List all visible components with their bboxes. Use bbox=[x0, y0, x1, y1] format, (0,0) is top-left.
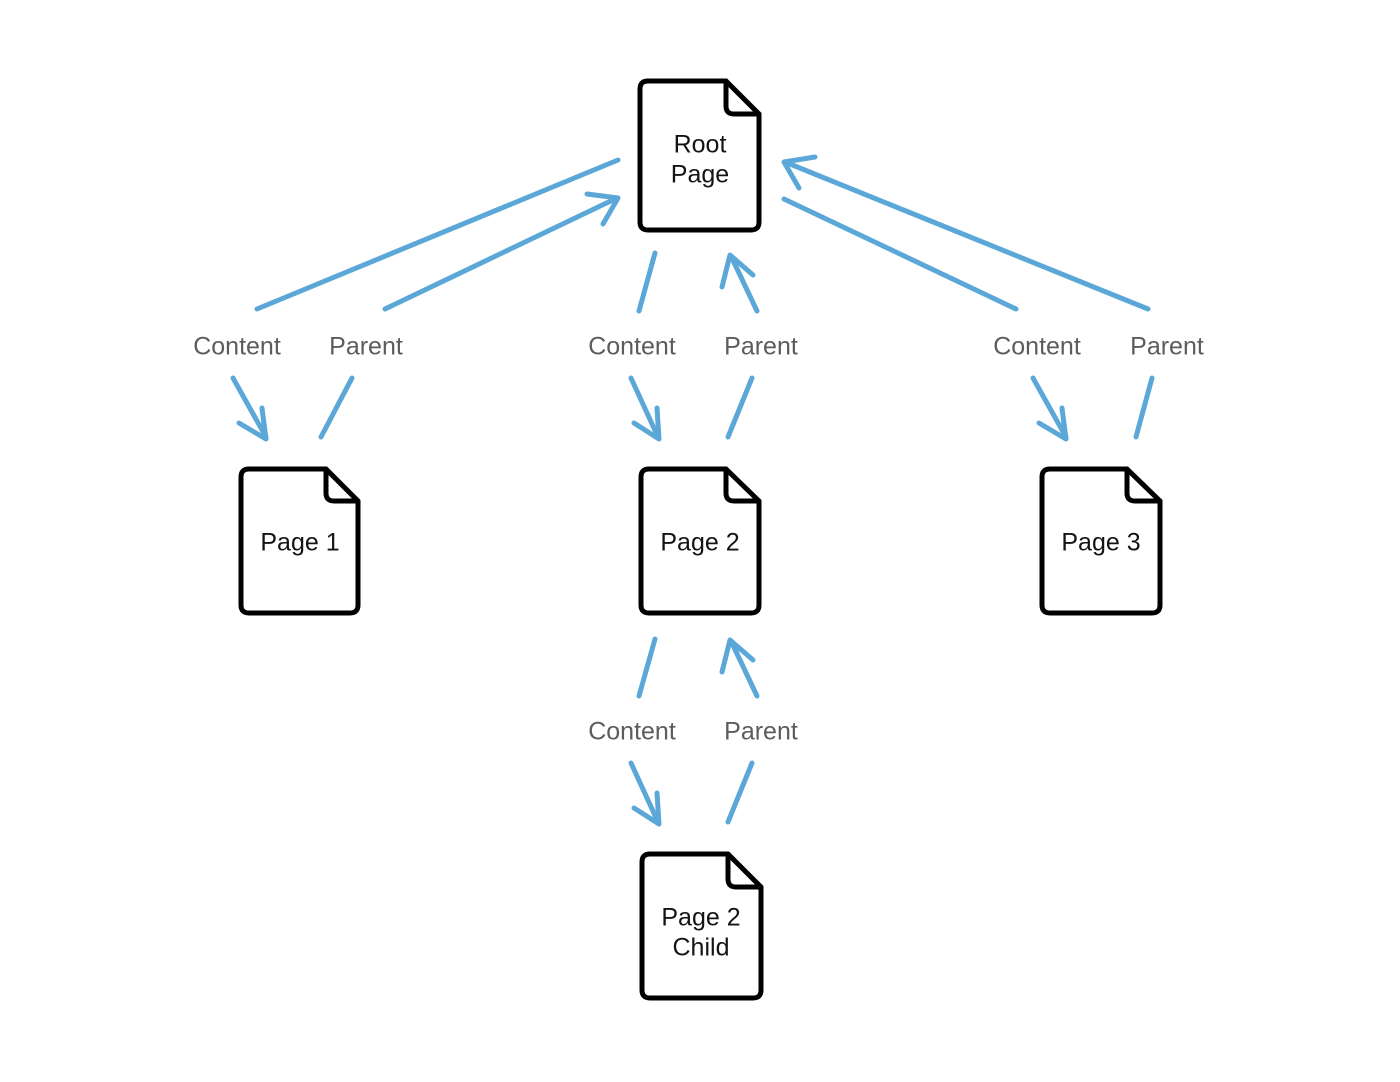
edge-page3-root-parent bbox=[781, 154, 1155, 440]
node-label-line1: Page 1 bbox=[260, 529, 339, 557]
node-label-line1: Page 2 bbox=[661, 904, 740, 932]
node-page-2-child[interactable]: Page 2 Child bbox=[639, 851, 764, 1001]
edge-line bbox=[725, 375, 755, 440]
edge-line bbox=[1133, 375, 1155, 440]
node-label-line1: Page 3 bbox=[1061, 529, 1140, 557]
edge-line bbox=[1030, 375, 1069, 440]
edge-line bbox=[628, 375, 661, 440]
node-page-3[interactable]: Page 3 bbox=[1039, 466, 1163, 616]
edge-label-left-parent: Parent bbox=[329, 333, 403, 361]
page-fold-icon bbox=[723, 466, 762, 504]
edge-label-center-parent: Parent bbox=[724, 333, 798, 361]
arrowhead-icon bbox=[631, 790, 662, 827]
edge-root-page3-content bbox=[781, 196, 1069, 442]
arrowhead-icon bbox=[719, 252, 756, 290]
arrowhead-icon bbox=[584, 191, 621, 227]
node-label-line2: Page bbox=[671, 161, 729, 189]
edge-line bbox=[628, 760, 661, 825]
edge-line bbox=[725, 760, 755, 825]
edge-line bbox=[382, 195, 620, 312]
edge-page2-child-content bbox=[628, 636, 662, 827]
edge-label-right-parent: Parent bbox=[1130, 333, 1204, 361]
edge-page2-root-parent bbox=[719, 252, 760, 440]
edge-label-left-content: Content bbox=[193, 333, 281, 361]
arrowhead-icon bbox=[236, 405, 269, 442]
edge-label-lower-content: Content bbox=[588, 718, 676, 746]
arrowhead-icon bbox=[1036, 405, 1069, 442]
edge-label-center-content: Content bbox=[588, 333, 676, 361]
arrowhead-icon bbox=[719, 637, 756, 675]
edge-line bbox=[636, 250, 658, 314]
edge-label-lower-parent: Parent bbox=[724, 718, 798, 746]
node-page-1[interactable]: Page 1 bbox=[238, 466, 361, 616]
document-icon bbox=[637, 78, 762, 233]
arrowhead-icon bbox=[781, 154, 818, 191]
edge-line bbox=[728, 253, 760, 314]
page-fold-icon bbox=[725, 851, 764, 890]
node-label-line1: Root bbox=[674, 131, 727, 159]
edge-page1-root-parent bbox=[318, 191, 621, 440]
edge-line bbox=[254, 157, 621, 312]
edge-root-page1-content bbox=[230, 157, 621, 442]
edge-child-page2-parent bbox=[719, 637, 760, 825]
edge-label-right-content: Content bbox=[993, 333, 1081, 361]
page-fold-icon bbox=[1124, 466, 1163, 504]
document-icon bbox=[638, 466, 762, 616]
node-page-2[interactable]: Page 2 bbox=[638, 466, 762, 616]
edge-line bbox=[636, 636, 658, 699]
node-root-page[interactable]: Root Page bbox=[637, 78, 762, 233]
page-fold-icon bbox=[723, 78, 762, 117]
arrowhead-icon bbox=[631, 405, 662, 442]
edge-line bbox=[318, 375, 355, 440]
document-icon bbox=[639, 851, 764, 1001]
edge-line bbox=[728, 638, 760, 699]
page-fold-icon bbox=[323, 466, 361, 504]
edge-line bbox=[230, 375, 269, 440]
edge-line bbox=[782, 159, 1151, 312]
node-label-line1: Page 2 bbox=[660, 529, 739, 557]
edge-line bbox=[781, 196, 1019, 312]
edge-root-page2-content bbox=[628, 250, 662, 442]
document-icon bbox=[238, 466, 361, 616]
document-icon bbox=[1039, 466, 1163, 616]
node-label-line2: Child bbox=[673, 934, 730, 962]
